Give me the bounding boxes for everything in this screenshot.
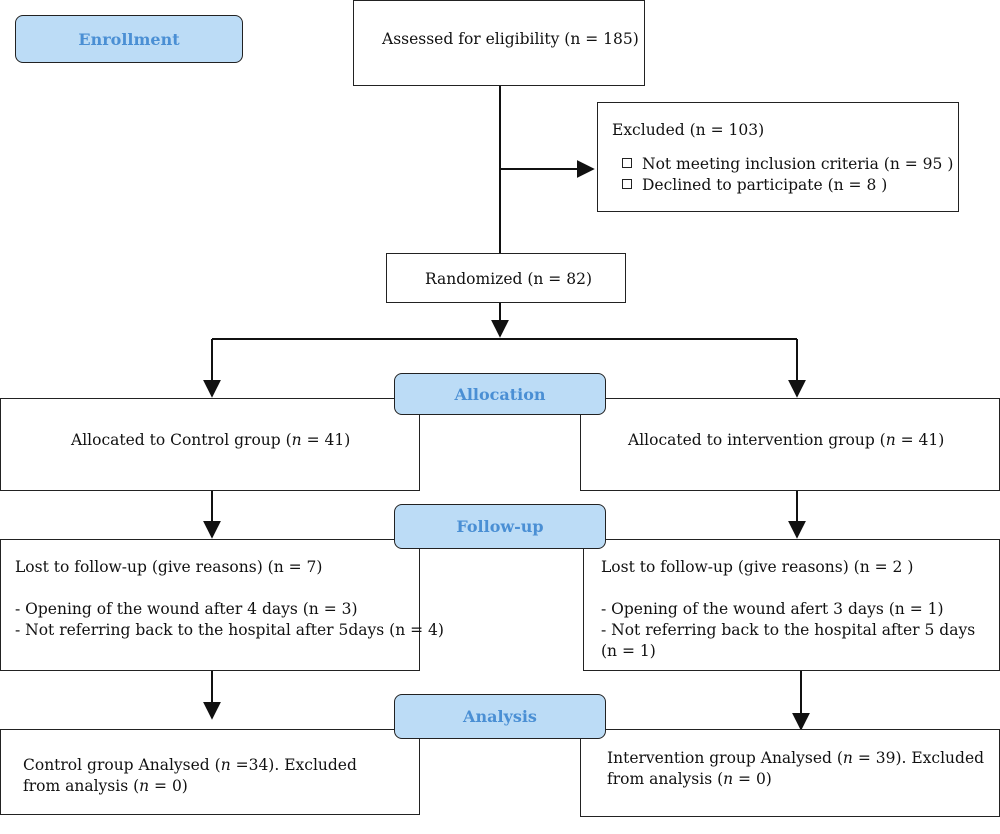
stage-analysis-label: Analysis (463, 707, 537, 726)
bullet-icon (622, 158, 632, 168)
analysed-control-line-1: Control group Analysed (n =34). Excluded (23, 756, 357, 774)
lost-control-line-1: - Opening of the wound after 4 days (n =… (15, 600, 358, 618)
assessed-text: Assessed for eligibility (n = 185) (382, 30, 639, 48)
stage-allocation: Allocation (394, 373, 606, 415)
stage-analysis: Analysis (394, 694, 606, 739)
stage-enrollment-label: Enrollment (78, 29, 180, 49)
allocated-control-text: Allocated to Control group (n = 41) (71, 431, 351, 449)
allocated-control-box: Allocated to Control group (n = 41) (0, 398, 420, 491)
stage-followup-label: Follow-up (456, 517, 544, 536)
stage-allocation-label: Allocation (454, 384, 546, 404)
analysed-intervention-line-2: from analysis (n = 0) (607, 770, 772, 788)
lost-control-box: Lost to follow-up (give reasons) (n = 7)… (0, 539, 444, 671)
randomized-text: Randomized (n = 82) (425, 270, 592, 288)
lost-intervention-line-1: - Opening of the wound afert 3 days (n =… (601, 600, 944, 618)
stage-followup: Follow-up (394, 504, 606, 549)
allocated-intervention-text: Allocated to intervention group (n = 41) (628, 431, 945, 449)
analysed-control-box: Control group Analysed (n =34). Excluded… (0, 729, 420, 815)
lost-intervention-title: Lost to follow-up (give reasons) (n = 2 … (601, 558, 914, 576)
lost-control-line-2: - Not referring back to the hospital aft… (15, 621, 444, 639)
excluded-item-1: Not meeting inclusion criteria (n = 95 ) (622, 153, 953, 175)
excluded-box: Excluded (n = 103) Not meeting inclusion… (597, 102, 959, 212)
lost-intervention-box: Lost to follow-up (give reasons) (n = 2 … (583, 539, 1000, 671)
assessed-box: Assessed for eligibility (n = 185) (353, 0, 645, 86)
excluded-item-2: Declined to participate (n = 8 ) (622, 174, 887, 196)
lost-intervention-line-3: (n = 1) (601, 642, 656, 660)
bullet-icon (622, 179, 632, 189)
analysed-control-line-2: from analysis (n = 0) (23, 777, 188, 795)
excluded-title: Excluded (n = 103) (612, 121, 765, 139)
lost-control-title: Lost to follow-up (give reasons) (n = 7) (15, 558, 323, 576)
stage-enrollment: Enrollment (15, 15, 243, 63)
allocated-intervention-box: Allocated to intervention group (n = 41) (580, 398, 1000, 491)
lost-intervention-line-2: - Not referring back to the hospital aft… (601, 621, 976, 639)
randomized-box: Randomized (n = 82) (386, 253, 626, 303)
analysed-intervention-line-1: Intervention group Analysed (n = 39). Ex… (607, 749, 985, 767)
analysed-intervention-box: Intervention group Analysed (n = 39). Ex… (580, 729, 1000, 817)
